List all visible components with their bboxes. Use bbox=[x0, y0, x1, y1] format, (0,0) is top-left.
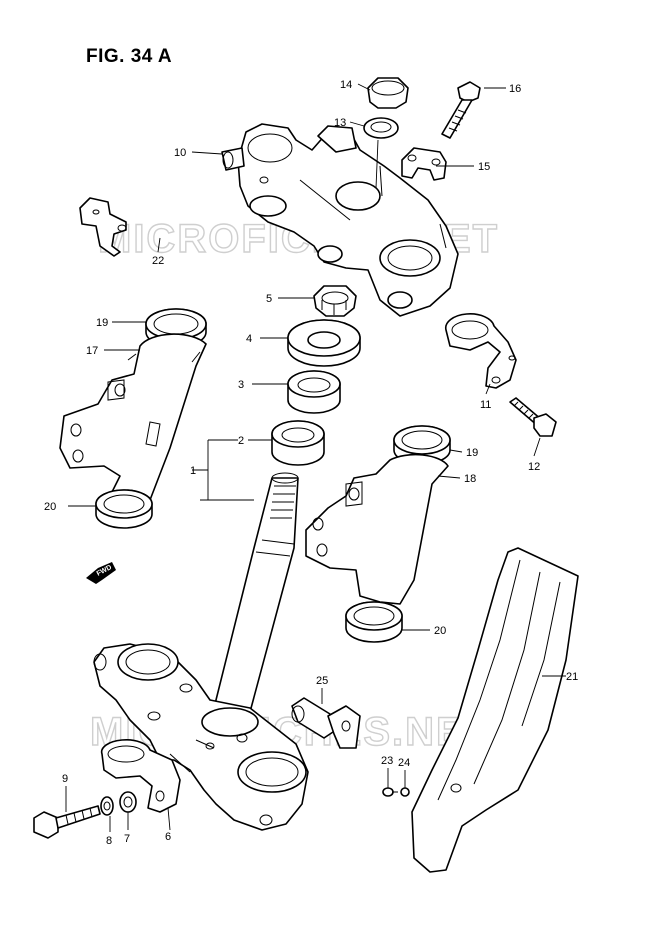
callout-25: 25 bbox=[316, 675, 328, 687]
callout-19-right: 19 bbox=[466, 447, 478, 459]
callout-3: 3 bbox=[238, 379, 244, 391]
part-23-screw bbox=[382, 787, 398, 797]
part-8-washer bbox=[100, 796, 114, 816]
part-4-dust-seal bbox=[287, 319, 361, 367]
part-21-fork-guard bbox=[411, 547, 579, 873]
part-15-handlebar-clamp bbox=[401, 147, 447, 181]
part-20-left-seal bbox=[95, 489, 153, 529]
part-1-steering-stem-lower-bracket bbox=[93, 472, 309, 831]
callout-1: 1 bbox=[190, 465, 196, 477]
part-20-right-seal bbox=[345, 601, 403, 643]
callout-18: 18 bbox=[464, 473, 476, 485]
part-11-clamp bbox=[444, 313, 517, 389]
fwd-arrow-icon: FWD bbox=[86, 562, 116, 584]
part-13-washer bbox=[363, 117, 399, 139]
callout-19-left: 19 bbox=[96, 317, 108, 329]
part-9-bolt bbox=[33, 805, 101, 839]
part-2-lower-bearing bbox=[271, 420, 325, 466]
callout-15: 15 bbox=[478, 161, 490, 173]
callout-20-right: 20 bbox=[434, 625, 446, 637]
callout-14: 14 bbox=[340, 79, 352, 91]
callout-11: 11 bbox=[480, 399, 491, 411]
callout-7: 7 bbox=[124, 833, 130, 845]
part-25-sensor bbox=[291, 697, 361, 749]
callout-5: 5 bbox=[266, 293, 272, 305]
callout-17: 17 bbox=[86, 345, 98, 357]
part-7-washer bbox=[119, 791, 137, 813]
part-3-upper-bearing bbox=[287, 370, 341, 414]
callout-labels: 14 16 13 10 15 22 5 19 17 4 3 2 1 11 12 … bbox=[44, 79, 578, 847]
part-14-cap-nut bbox=[367, 77, 409, 109]
part-16-bolt bbox=[441, 81, 481, 139]
callout-24: 24 bbox=[398, 757, 410, 769]
callout-2: 2 bbox=[238, 435, 244, 447]
callout-13: 13 bbox=[334, 117, 346, 129]
callout-20-left: 20 bbox=[44, 501, 56, 513]
part-24-washer bbox=[400, 787, 410, 797]
callout-21: 21 bbox=[566, 671, 578, 683]
figure-title: FIG. 34 A bbox=[86, 46, 173, 67]
callout-16: 16 bbox=[509, 83, 521, 95]
callout-9: 9 bbox=[62, 773, 68, 785]
callout-8: 8 bbox=[106, 835, 112, 847]
callout-22: 22 bbox=[152, 255, 164, 267]
callout-12: 12 bbox=[528, 461, 540, 473]
callout-4: 4 bbox=[246, 333, 252, 345]
part-6-clamp-cap bbox=[100, 739, 181, 813]
part-17-left-cover bbox=[59, 333, 207, 503]
callout-23: 23 bbox=[381, 755, 393, 767]
part-10-upper-bracket bbox=[221, 123, 459, 317]
part-18-right-cover bbox=[305, 453, 449, 605]
part-5-stem-nut bbox=[313, 285, 357, 317]
part-22-bracket bbox=[79, 197, 127, 257]
part-12-bolt bbox=[509, 397, 557, 437]
callout-10: 10 bbox=[174, 147, 186, 159]
callout-6: 6 bbox=[165, 831, 171, 843]
leader-lines bbox=[65, 83, 566, 832]
